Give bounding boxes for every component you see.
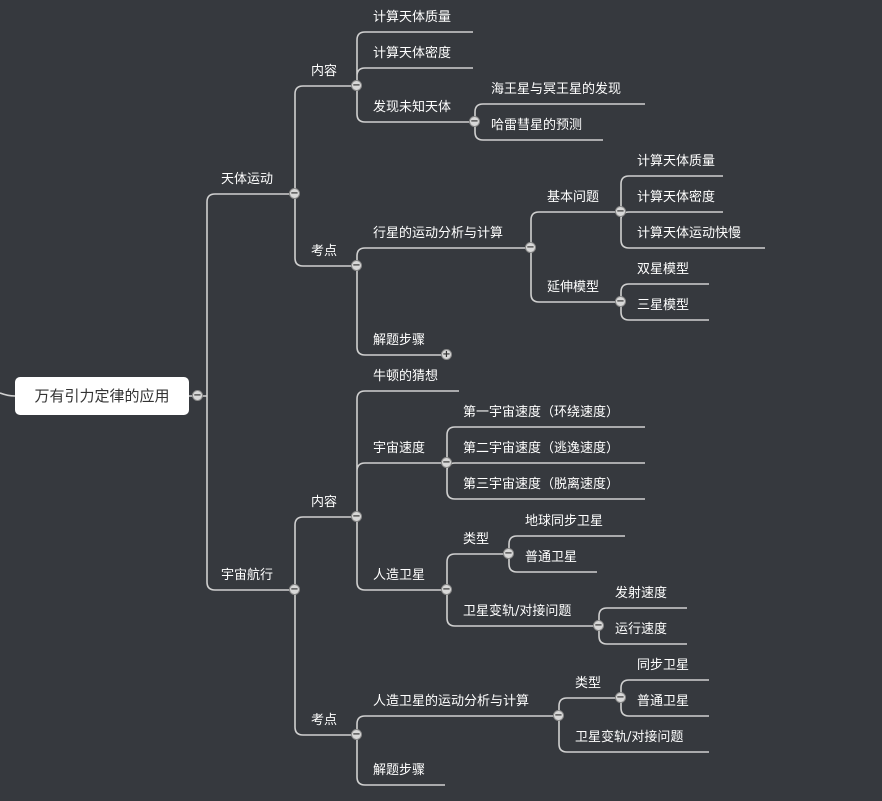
- collapse-icon[interactable]: −: [441, 584, 452, 595]
- collapse-icon[interactable]: −: [289, 584, 300, 595]
- collapse-icon[interactable]: −: [192, 390, 203, 401]
- node-halley-comet[interactable]: 哈雷彗星的预测: [491, 118, 583, 133]
- node-launch-speed[interactable]: 发射速度: [615, 586, 668, 601]
- node-satellite-type[interactable]: 类型: [463, 532, 490, 547]
- node-space-content[interactable]: 内容: [311, 495, 338, 510]
- collapse-icon[interactable]: −: [503, 548, 514, 559]
- node-triple-star[interactable]: 三星模型: [637, 298, 690, 313]
- node-sync-sat[interactable]: 同步卫星: [637, 658, 690, 673]
- node-basic-speed[interactable]: 计算天体运动快慢: [637, 226, 742, 241]
- collapse-icon[interactable]: −: [615, 296, 626, 307]
- node-celestial-content[interactable]: 内容: [311, 64, 338, 79]
- node-binary-star[interactable]: 双星模型: [637, 262, 690, 277]
- node-celestial-exam[interactable]: 考点: [311, 244, 338, 259]
- node-exam-normal-sat[interactable]: 普通卫星: [637, 694, 690, 709]
- collapse-icon[interactable]: −: [351, 511, 362, 522]
- collapse-icon[interactable]: −: [441, 457, 452, 468]
- node-geo-sync[interactable]: 地球同步卫星: [525, 514, 604, 529]
- node-space-travel[interactable]: 宇宙航行: [221, 568, 274, 583]
- node-newton-guess[interactable]: 牛顿的猜想: [373, 369, 439, 384]
- node-calc-density[interactable]: 计算天体密度: [373, 46, 452, 61]
- node-extended-model[interactable]: 延伸模型: [547, 280, 600, 295]
- node-neptune-pluto[interactable]: 海王星与冥王星的发现: [491, 82, 622, 97]
- collapse-icon[interactable]: −: [351, 729, 362, 740]
- node-space-exam[interactable]: 考点: [311, 713, 338, 728]
- node-sat-analysis[interactable]: 人造卫星的运动分析与计算: [373, 694, 530, 709]
- node-discover-unknown[interactable]: 发现未知天体: [373, 100, 452, 115]
- collapse-icon[interactable]: −: [289, 188, 300, 199]
- node-celestial-motion[interactable]: 天体运动: [221, 172, 274, 187]
- node-solution-steps-1[interactable]: 解题步骤: [373, 333, 426, 348]
- node-normal-sat[interactable]: 普通卫星: [525, 550, 578, 565]
- node-solution-steps-2[interactable]: 解题步骤: [373, 763, 426, 778]
- collapse-icon[interactable]: −: [351, 260, 362, 271]
- node-orbit-speed[interactable]: 运行速度: [615, 622, 668, 637]
- node-second-cosmic[interactable]: 第二宇宙速度（逃逸速度）: [463, 441, 620, 456]
- node-exam-sat-type[interactable]: 类型: [575, 676, 602, 691]
- node-orbit-change[interactable]: 卫星变轨/对接问题: [463, 604, 572, 619]
- node-satellite[interactable]: 人造卫星: [373, 568, 426, 583]
- root-node[interactable]: 万有引力定律的应用: [15, 377, 189, 415]
- node-exam-orbit-change[interactable]: 卫星变轨/对接问题: [575, 730, 684, 745]
- collapse-icon[interactable]: −: [525, 242, 536, 253]
- node-basic-problem[interactable]: 基本问题: [547, 190, 600, 205]
- node-calc-mass[interactable]: 计算天体质量: [373, 10, 452, 25]
- expand-icon[interactable]: +: [441, 349, 452, 360]
- collapse-icon[interactable]: −: [469, 116, 480, 127]
- node-first-cosmic[interactable]: 第一宇宙速度（环绕速度）: [463, 405, 620, 420]
- node-basic-mass[interactable]: 计算天体质量: [637, 154, 716, 169]
- collapse-icon[interactable]: −: [615, 692, 626, 703]
- node-cosmic-velocity[interactable]: 宇宙速度: [373, 441, 426, 456]
- node-basic-density[interactable]: 计算天体密度: [637, 190, 716, 205]
- collapse-icon[interactable]: −: [351, 80, 362, 91]
- node-third-cosmic[interactable]: 第三宇宙速度（脱离速度）: [463, 477, 620, 492]
- collapse-icon[interactable]: −: [593, 620, 604, 631]
- collapse-icon[interactable]: −: [553, 710, 564, 721]
- node-planet-analysis[interactable]: 行星的运动分析与计算: [373, 226, 504, 241]
- collapse-icon[interactable]: −: [615, 206, 626, 217]
